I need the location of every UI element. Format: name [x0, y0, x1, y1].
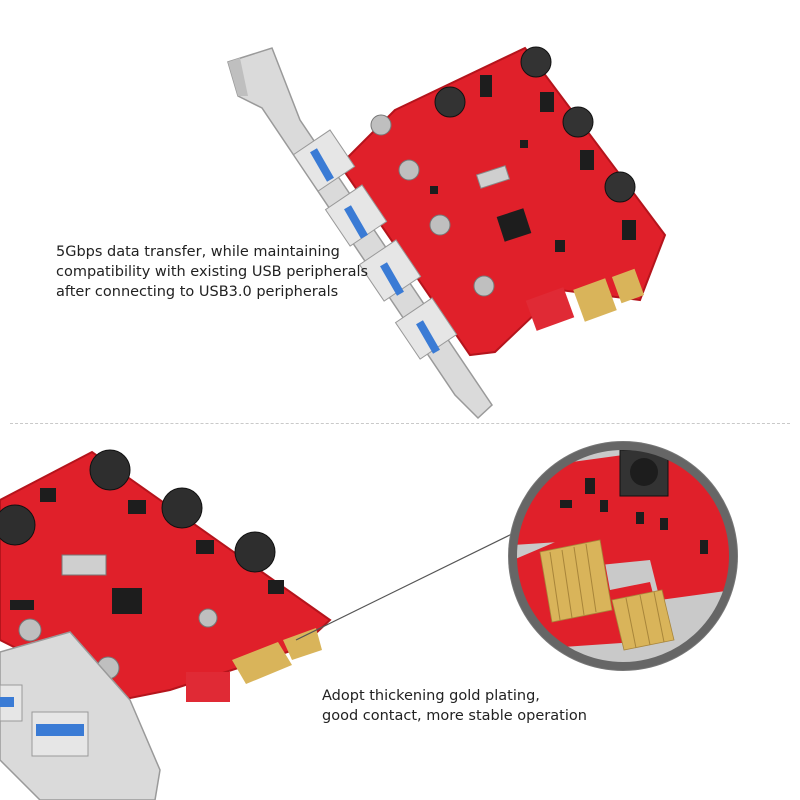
zoom-pointer-line [295, 529, 521, 641]
section-divider [10, 423, 790, 424]
magnifier-zoom-circle [508, 441, 738, 671]
caption-data-transfer: 5Gbps data transfer, while maintaining c… [56, 242, 368, 302]
caption-gold-plating: Adopt thickening gold plating, good cont… [322, 686, 587, 726]
usb-ports [292, 129, 458, 360]
gold-fingers [573, 278, 617, 322]
inductors [434, 46, 636, 203]
pcie-card-bottom [0, 449, 332, 800]
caption-line: compatibility with existing USB peripher… [56, 264, 369, 280]
caption-line: after connecting to USB3.0 peripherals [56, 284, 339, 300]
controller-chip [496, 208, 532, 242]
caption-line: Adopt thickening gold plating, [322, 688, 540, 704]
caption-line: good contact, more stable operation [322, 708, 587, 724]
caption-line: 5Gbps data transfer, while maintaining [56, 244, 340, 260]
pcie-card-top [227, 46, 667, 420]
